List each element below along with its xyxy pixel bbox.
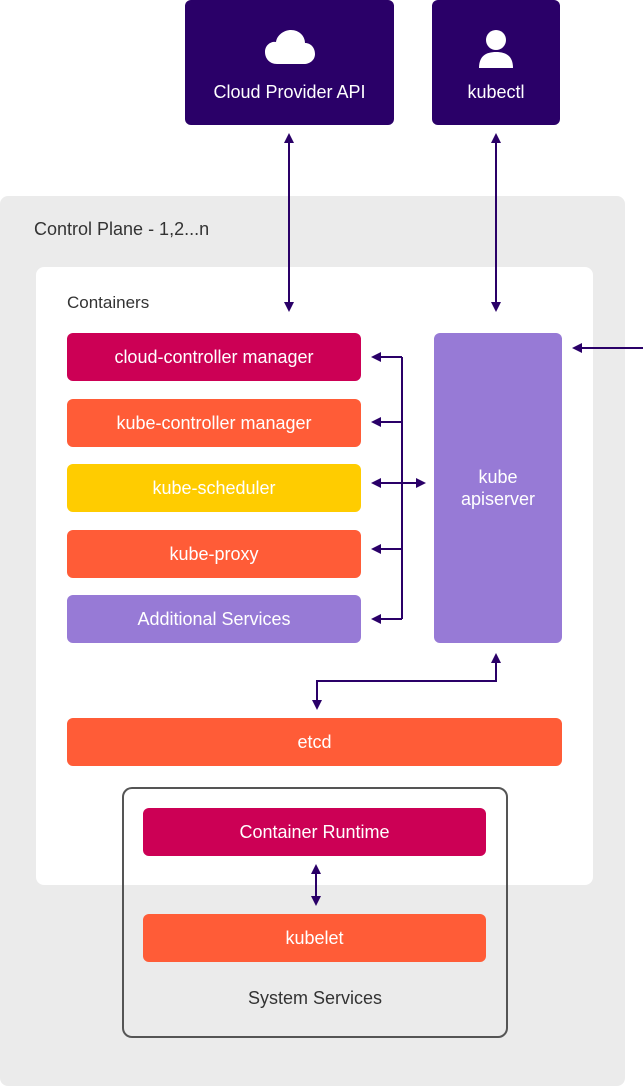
kube-controller-manager-label: kube-controller manager [116,412,312,433]
system-services-box [122,787,508,1038]
additional-services-label: Additional Services [137,608,291,629]
kubectl-label: kubectl [467,82,525,102]
additional-services: Additional Services [67,595,361,643]
kube-proxy: kube-proxy [67,530,361,578]
cloud-controller-manager: cloud-controller manager [67,333,361,381]
kubectl-box: kubectl [432,0,560,125]
kube-proxy-label: kube-proxy [169,543,259,564]
cloud-provider-api-label: Cloud Provider API [213,82,366,102]
kubelet: kubelet [143,914,486,962]
kube-scheduler: kube-scheduler [67,464,361,512]
kube-apiserver-line2: apiserver [460,489,536,509]
containers-title: Containers [67,293,150,312]
kube-apiserver-line1: kube [478,467,518,487]
cloud-provider-api-box: Cloud Provider API [185,0,394,125]
kubelet-label: kubelet [285,927,344,948]
kube-scheduler-label: kube-scheduler [152,477,276,498]
system-services-title: System Services [247,988,383,1008]
cloud-controller-manager-label: cloud-controller manager [114,346,314,367]
etcd-label: etcd [297,731,332,752]
container-runtime: Container Runtime [143,808,486,856]
cloud-icon [264,30,315,64]
control-plane-title: Control Plane - 1,2...n [34,219,210,239]
kube-apiserver: kube apiserver [434,333,562,643]
container-runtime-label: Container Runtime [239,821,390,842]
etcd: etcd [67,718,562,766]
kube-controller-manager: kube-controller manager [67,399,361,447]
apiserver-etcd-connector [312,653,501,710]
user-icon [479,30,513,68]
